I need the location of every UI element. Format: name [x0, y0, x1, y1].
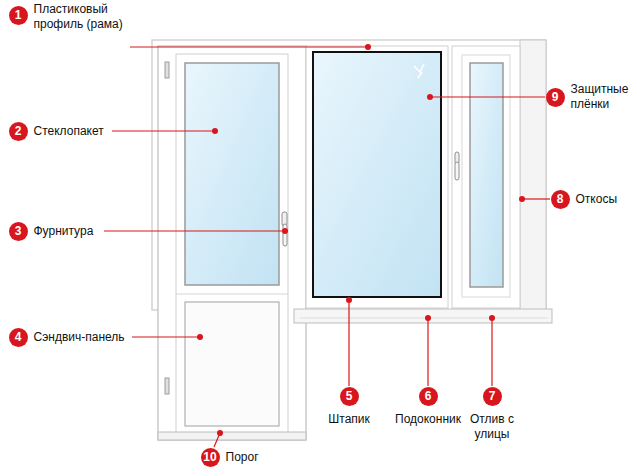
sill-edge — [300, 318, 548, 319]
outer-frame — [152, 40, 546, 310]
callout-circle: 7Отлив с улицы — [483, 387, 502, 406]
right-sash — [462, 55, 510, 297]
door-rail — [176, 294, 288, 295]
callout-number: 1 — [9, 6, 28, 25]
hinge — [165, 378, 169, 394]
callout-circle: 8Откосы — [551, 190, 570, 209]
part-label: Стеклопакет — [34, 124, 104, 139]
callout-number: 3 — [9, 222, 28, 241]
callout-circle: 9Защитные плёнки — [546, 88, 565, 107]
door-handle — [283, 224, 287, 246]
callout-number: 6 — [419, 387, 438, 406]
callout-number: 9 — [546, 88, 565, 107]
threshold — [158, 432, 306, 440]
part-label: Подоконник — [395, 412, 461, 427]
door-glass — [185, 63, 279, 285]
callout-number: 2 — [9, 122, 28, 141]
callout-circle: 10Порог — [201, 448, 220, 467]
door-sash — [176, 54, 288, 434]
callout-number: 5 — [340, 387, 359, 406]
slope — [520, 40, 546, 310]
part-label: Отлив с улицы — [467, 412, 517, 442]
callout-number: 4 — [9, 328, 28, 347]
callout-number: 7 — [483, 387, 502, 406]
callout-circle: 3Фурнитура — [9, 222, 28, 241]
protective-film-peel — [414, 64, 424, 78]
part-label: Штапик — [328, 412, 369, 427]
hinge — [165, 62, 169, 78]
leader-dots — [197, 44, 525, 436]
callout-number: 10 — [201, 448, 220, 467]
part-label: Пластиковый профиль (рама) — [34, 2, 134, 32]
leader-lines — [104, 47, 550, 447]
door-frame — [158, 46, 306, 440]
part-label: Откосы — [576, 192, 618, 207]
sandwich-panel — [185, 302, 279, 426]
right-frame — [452, 46, 520, 308]
callout-number: 8 — [551, 190, 570, 209]
part-label: Фурнитура — [34, 224, 94, 239]
part-label: Сэндвич-панель — [34, 330, 125, 345]
callout-circle: 4Сэндвич-панель — [9, 328, 28, 347]
callout-circle: 5Штапик — [340, 387, 359, 406]
fixed-glass — [313, 52, 441, 297]
callout-circle: 2Стеклопакет — [9, 122, 28, 141]
window-sill — [294, 309, 552, 323]
part-label: Порог — [226, 450, 259, 465]
callout-circle: 1Пластиковый профиль (рама) — [9, 6, 28, 25]
part-label: Защитные плёнки — [571, 82, 630, 112]
fixed-frame — [306, 46, 448, 308]
window-handle — [455, 162, 459, 180]
callout-circle: 6Подоконник — [419, 387, 438, 406]
